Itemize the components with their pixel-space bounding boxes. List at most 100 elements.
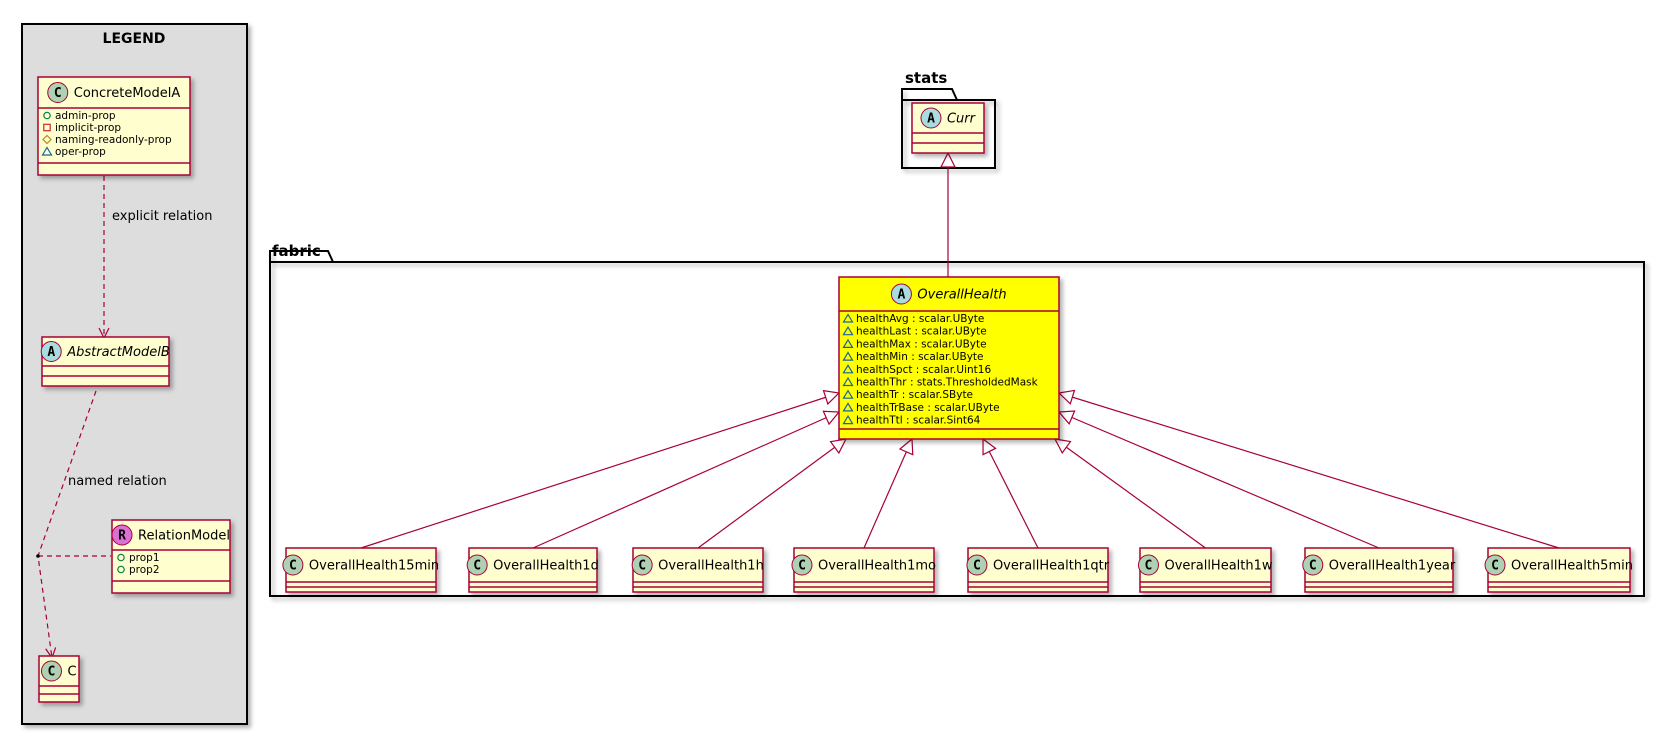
class-overallhealth15min-frame — [285, 547, 437, 593]
class-overall-health-visibility-icon — [842, 313, 854, 323]
class-overall-health-property: healthMax : scalar.UByte — [856, 338, 987, 350]
class-concrete-model-a-name: ConcreteModelA — [74, 86, 181, 101]
class-overall-health-stereotype-letter: A — [898, 288, 906, 303]
class-overallhealth1year-stereotype-icon — [1302, 554, 1324, 576]
inheritance-arrowhead-7 — [1057, 389, 1076, 405]
class-concrete-model-a-visibility-icon — [42, 134, 52, 145]
class-overallhealth1w-stereotype-letter: C — [1145, 559, 1153, 574]
class-curr-stereotype-letter: A — [927, 112, 935, 127]
class-overall-health-visibility-icon — [842, 364, 854, 374]
class-overallhealth1mo[interactable]: OverallHealth1mo C — [791, 547, 936, 593]
inheritance-arrowhead-2 — [829, 438, 848, 455]
class-abstract-model-b[interactable]: AbstractModelB A — [40, 336, 170, 387]
class-overallhealth1h[interactable]: OverallHealth1h C — [631, 547, 764, 593]
named-relation-label: named relation — [68, 474, 167, 489]
class-overall-health-frame — [838, 276, 1060, 440]
class-overall-health-property: healthThr : stats.ThresholdedMask — [856, 377, 1039, 389]
class-overall-health-property: healthAvg : scalar.UByte — [856, 313, 984, 325]
class-c-name: C — [67, 665, 76, 680]
class-concrete-model-a-property: naming-readonly-prop — [55, 134, 172, 146]
class-overallhealth1mo-stereotype-letter: C — [798, 559, 806, 574]
inheritance-line-4 — [982, 438, 1039, 549]
class-curr-stereotype-icon — [920, 107, 942, 129]
class-concrete-model-a-property: implicit-prop — [55, 122, 121, 134]
class-overallhealth1h-name: OverallHealth1h — [658, 559, 764, 574]
class-overallhealth1mo-name: OverallHealth1mo — [818, 559, 936, 574]
package-stats: stats — [901, 69, 996, 169]
class-concrete-model-a-property: admin-prop — [55, 110, 116, 122]
relation-lines — [36, 151, 1560, 660]
package-fabric-label: fabric — [272, 242, 321, 260]
inheritance-arrowhead-3 — [898, 437, 914, 456]
class-overallhealth15min-name: OverallHealth15min — [309, 559, 439, 574]
class-concrete-model-a-visibility-icon — [41, 146, 53, 156]
inheritance-line-2 — [697, 438, 847, 549]
class-overallhealth1w-stereotype-icon — [1137, 554, 1159, 576]
class-overallhealth1d-stereotype-letter: C — [473, 559, 481, 574]
class-overallhealth1year-stereotype-letter: C — [1309, 559, 1317, 574]
class-curr-frame — [911, 102, 985, 154]
class-concrete-model-a[interactable]: ConcreteModelA Cadmin-propimplicit-propna… — [37, 76, 191, 176]
inheritance-arrowhead-1 — [822, 410, 841, 426]
class-overall-health-property: healthMin : scalar.UByte — [856, 351, 983, 363]
class-overall-health-stereotype-icon — [890, 283, 912, 305]
explicit-relation-label: explicit relation — [112, 209, 212, 224]
class-overallhealth1qtr-frame — [967, 547, 1109, 593]
class-overallhealth1h-frame — [632, 547, 764, 593]
class-boxes: ConcreteModelACadmin-propimplicit-propna… — [37, 76, 1633, 703]
class-overall-health-visibility-icon — [842, 338, 854, 348]
class-overall-health-property: healthTtl : scalar.Sint64 — [856, 415, 981, 427]
class-overall-health-visibility-icon — [842, 389, 854, 399]
class-concrete-model-a-stereotype-letter: C — [54, 86, 62, 101]
package-stats-tab — [901, 88, 958, 101]
class-overallhealth1w-name: OverallHealth1w — [1164, 559, 1272, 574]
class-overallhealth1d[interactable]: OverallHealth1d C — [466, 547, 599, 593]
relation-junction — [36, 554, 40, 558]
class-overallhealth15min-stereotype-icon — [282, 554, 304, 576]
inheritance-line-5 — [1054, 438, 1206, 549]
class-relation-model-visibility-icon — [117, 565, 125, 574]
inheritance-line-6 — [1058, 411, 1380, 549]
inheritance-line-3 — [863, 438, 913, 549]
class-c-stereotype-letter: C — [48, 665, 56, 680]
inheritance-line-7 — [1058, 392, 1560, 549]
class-overallhealth1h-stereotype-letter: C — [638, 559, 646, 574]
class-concrete-model-a-property: oper-prop — [55, 146, 106, 158]
class-overall-health-property: healthTr : scalar.SByte — [856, 389, 973, 401]
inheritance-arrowhead-6 — [1057, 410, 1076, 426]
inheritance-arrowhead-4 — [982, 437, 997, 456]
class-overallhealth1d-frame — [468, 547, 598, 593]
class-overallhealth15min[interactable]: OverallHealth15min C — [282, 547, 439, 593]
class-overall-health-visibility-icon — [842, 351, 854, 361]
class-overallhealth15min-stereotype-letter: C — [289, 559, 297, 574]
class-overallhealth1mo-frame — [793, 547, 935, 593]
class-relation-model-visibility-icon — [117, 553, 125, 562]
class-abstract-model-b-stereotype-icon — [40, 341, 62, 362]
class-c-stereotype-icon — [40, 660, 62, 682]
class-overallhealth5min-stereotype-letter: C — [1491, 559, 1499, 574]
class-relation-model-property: prop2 — [129, 564, 160, 576]
class-overallhealth5min-frame — [1487, 547, 1631, 593]
class-relation-model-property: prop1 — [129, 552, 160, 564]
class-overall-health-property: healthTrBase : scalar.UByte — [856, 402, 1000, 414]
class-abstract-model-b-stereotype-letter: A — [47, 345, 55, 360]
inheritance-arrowhead-5 — [1053, 438, 1072, 455]
class-c[interactable]: CC — [38, 655, 80, 703]
class-overallhealth1h-stereotype-icon — [631, 554, 653, 576]
class-overallhealth1w[interactable]: OverallHealth1w C — [1137, 547, 1273, 593]
class-abstract-model-b-name: AbstractModelB — [66, 345, 170, 360]
class-overallhealth1d-name: OverallHealth1d — [493, 559, 599, 574]
class-overallhealth1year-frame — [1304, 547, 1454, 593]
class-overall-health-visibility-icon — [842, 376, 854, 387]
inheritance-line-0 — [360, 392, 840, 549]
inheritance-arrowhead-0 — [822, 389, 841, 406]
class-overallhealth5min-stereotype-icon — [1484, 554, 1506, 576]
class-overall-health-visibility-icon — [842, 414, 854, 425]
class-relation-model-stereotype-icon — [111, 524, 133, 546]
